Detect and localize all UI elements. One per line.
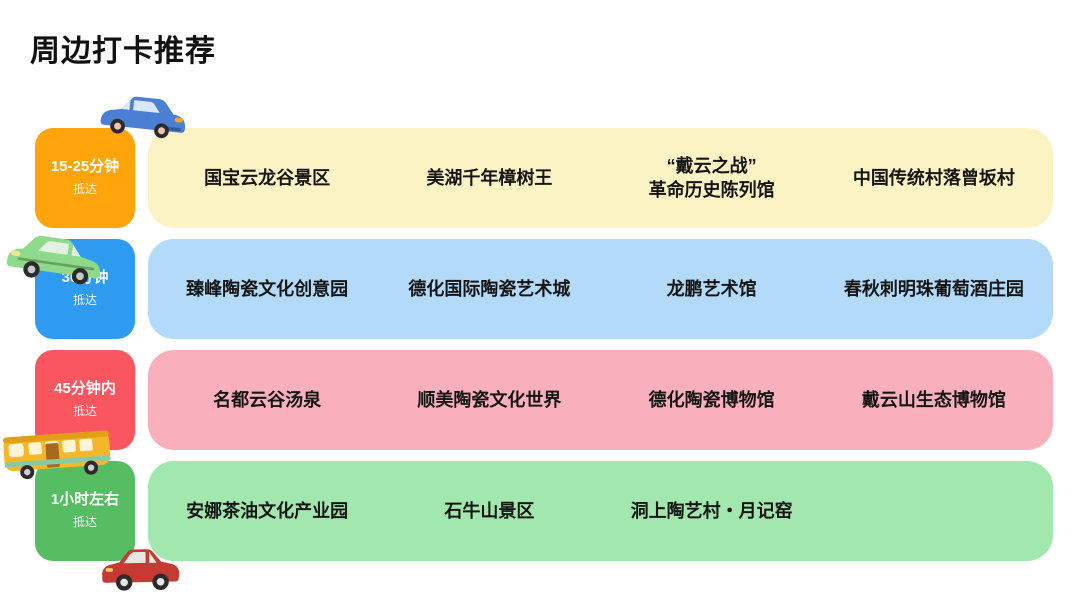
attraction-item: 龙鹏艺术馆 <box>601 277 823 301</box>
time-label-45min: 45分钟内 抵达 <box>35 350 135 450</box>
recommendation-rows: 15-25分钟 抵达 国宝云龙谷景区 美湖千年樟树王 “戴云之战” 革命历史陈列… <box>35 128 1053 572</box>
page-title: 周边打卡推荐 <box>30 35 216 68</box>
time-text: 45分钟内 <box>54 380 116 398</box>
attraction-item: 安娜茶油文化产业园 <box>156 499 378 523</box>
attraction-name: 安娜茶油文化产业园 <box>186 500 349 521</box>
arrive-text: 抵达 <box>72 181 97 196</box>
attraction-name-line2: 革命历史陈列馆 <box>648 180 775 200</box>
attraction-item: “戴云之战” 革命历史陈列馆 <box>601 154 823 203</box>
attraction-item: 戴云山生态博物馆 <box>823 388 1045 412</box>
attraction-name: 德化陶瓷博物馆 <box>648 389 775 410</box>
time-text: 1小时左右 <box>50 491 120 509</box>
attraction-item: 臻峰陶瓷文化创意园 <box>156 277 378 301</box>
attraction-name-line1: “戴云之战” <box>666 155 757 176</box>
attraction-name: 德化国际陶瓷艺术城 <box>408 278 571 299</box>
attraction-name: 石牛山景区 <box>444 500 535 521</box>
arrive-text: 抵达 <box>72 292 97 307</box>
attraction-name: 国宝云龙谷景区 <box>204 167 331 188</box>
attraction-item: 美湖千年樟树王 <box>378 166 600 190</box>
time-label-1hour: 1小时左右 抵达 <box>35 461 135 561</box>
attraction-name: 春秋刺明珠葡萄酒庄园 <box>843 278 1024 299</box>
attraction-name: 洞上陶艺村・月记窑 <box>630 500 793 521</box>
attraction-item: 国宝云龙谷景区 <box>156 166 378 190</box>
attraction-item: 春秋刺明珠葡萄酒庄园 <box>823 277 1045 301</box>
attraction-name: 中国传统村落曾坂村 <box>852 167 1015 188</box>
attraction-item: 洞上陶艺村・月记窑 <box>601 499 823 523</box>
attraction-name: 名都云谷汤泉 <box>213 389 322 410</box>
attraction-item: 德化国际陶瓷艺术城 <box>378 277 600 301</box>
time-label-30min: 30分钟 抵达 <box>35 239 135 339</box>
time-label-15-25min: 15-25分钟 抵达 <box>35 128 135 228</box>
attraction-name: 美湖千年樟树王 <box>426 167 553 188</box>
row-15-25min: 15-25分钟 抵达 国宝云龙谷景区 美湖千年樟树王 “戴云之战” 革命历史陈列… <box>35 128 1053 228</box>
time-text: 15-25分钟 <box>50 158 120 176</box>
arrive-text: 抵达 <box>72 514 97 529</box>
attractions-bar-45min: 名都云谷汤泉 顺美陶瓷文化世界 德化陶瓷博物馆 戴云山生态博物馆 <box>148 350 1053 450</box>
attraction-item: 名都云谷汤泉 <box>156 388 378 412</box>
attraction-name: 戴云山生态博物馆 <box>861 389 1006 410</box>
attraction-item: 中国传统村落曾坂村 <box>823 166 1045 190</box>
row-45min: 45分钟内 抵达 名都云谷汤泉 顺美陶瓷文化世界 德化陶瓷博物馆 戴云山生态博物… <box>35 350 1053 450</box>
attraction-name: 顺美陶瓷文化世界 <box>417 389 562 410</box>
time-text: 30分钟 <box>61 269 109 287</box>
attraction-item: 石牛山景区 <box>378 499 600 523</box>
attraction-item: 顺美陶瓷文化世界 <box>378 388 600 412</box>
attractions-bar-30min: 臻峰陶瓷文化创意园 德化国际陶瓷艺术城 龙鹏艺术馆 春秋刺明珠葡萄酒庄园 <box>148 239 1053 339</box>
arrive-text: 抵达 <box>72 403 97 418</box>
attractions-bar-1hour: 安娜茶油文化产业园 石牛山景区 洞上陶艺村・月记窑 <box>148 461 1053 561</box>
attraction-name: 臻峰陶瓷文化创意园 <box>186 278 349 299</box>
attractions-bar-15-25min: 国宝云龙谷景区 美湖千年樟树王 “戴云之战” 革命历史陈列馆 中国传统村落曾坂村 <box>148 128 1053 228</box>
attraction-name: 龙鹏艺术馆 <box>666 278 757 299</box>
row-1hour: 1小时左右 抵达 安娜茶油文化产业园 石牛山景区 洞上陶艺村・月记窑 <box>35 461 1053 561</box>
attraction-item: 德化陶瓷博物馆 <box>601 388 823 412</box>
row-30min: 30分钟 抵达 臻峰陶瓷文化创意园 德化国际陶瓷艺术城 龙鹏艺术馆 春秋刺明珠葡… <box>35 239 1053 339</box>
